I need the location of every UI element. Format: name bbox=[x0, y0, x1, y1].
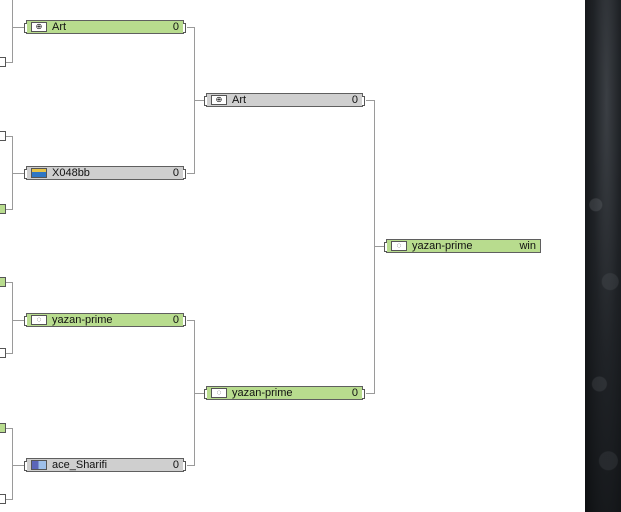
slot-bracket-cap bbox=[183, 461, 186, 471]
controller-flag-icon: ⊕ bbox=[31, 22, 47, 32]
slot-bracket-cap bbox=[183, 23, 186, 33]
connector-line bbox=[12, 173, 24, 174]
final-slot[interactable]: ◌ yazan-prime win bbox=[384, 239, 541, 253]
flag-icon bbox=[31, 460, 47, 470]
match-slot[interactable]: ace_Sharifi 0 bbox=[24, 458, 186, 472]
connector-line bbox=[194, 393, 204, 394]
match-slot[interactable]: ◌ yazan-prime 0 bbox=[204, 386, 365, 400]
player-name: X048bb bbox=[52, 167, 90, 179]
slot-bracket-cap bbox=[24, 461, 27, 471]
connector-line bbox=[12, 0, 13, 27]
connector-line bbox=[6, 499, 13, 500]
match-slot[interactable]: ⊕ Art 0 bbox=[24, 20, 186, 34]
player-score: 0 bbox=[172, 21, 179, 33]
player-score: win bbox=[519, 240, 536, 252]
connector-line bbox=[194, 100, 204, 101]
connector-line bbox=[366, 100, 375, 101]
slot-bracket-cap bbox=[384, 242, 387, 252]
player-name: ace_Sharifi bbox=[52, 459, 108, 471]
player-score: 0 bbox=[351, 387, 358, 399]
match-slot[interactable]: ◌ yazan-prime 0 bbox=[24, 313, 186, 327]
bracket-stub bbox=[0, 57, 6, 67]
slot-bracket-cap bbox=[204, 96, 207, 106]
connector-line bbox=[6, 209, 13, 210]
match-slot[interactable]: X048bb 0 bbox=[24, 166, 186, 180]
connector-line bbox=[6, 136, 13, 137]
slot-bracket-cap bbox=[24, 169, 27, 179]
controller-flag-icon: ⊕ bbox=[211, 95, 227, 105]
bracket-stub bbox=[0, 348, 6, 358]
connector-line bbox=[6, 353, 13, 354]
connector-line bbox=[6, 428, 13, 429]
tournament-bracket: ⊕ Art 0 X048bb 0 ◌ yazan-prime 0 ace_Sha… bbox=[0, 0, 541, 504]
connector-line bbox=[6, 62, 13, 63]
connector-line bbox=[12, 428, 13, 500]
connector-line bbox=[12, 27, 24, 28]
controller-flag-icon: ◌ bbox=[211, 388, 227, 398]
player-name: yazan-prime bbox=[52, 314, 113, 326]
player-name: Art bbox=[52, 21, 67, 33]
bracket-stub bbox=[0, 204, 6, 214]
bracket-stub bbox=[0, 277, 6, 287]
connector-line bbox=[12, 282, 13, 354]
slot-bracket-cap bbox=[24, 316, 27, 326]
player-name: yazan-prime bbox=[232, 387, 293, 399]
connector-line bbox=[187, 465, 195, 466]
connector-line bbox=[12, 465, 24, 466]
player-score: 0 bbox=[351, 94, 358, 106]
player-name: yazan-prime bbox=[412, 240, 473, 252]
player-score: 0 bbox=[172, 459, 179, 471]
slot-bracket-cap bbox=[362, 389, 365, 399]
connector-line bbox=[187, 173, 195, 174]
match-slot[interactable]: ⊕ Art 0 bbox=[204, 93, 365, 107]
connector-line bbox=[366, 393, 375, 394]
slot-bracket-cap bbox=[24, 23, 27, 33]
controller-flag-icon: ◌ bbox=[31, 315, 47, 325]
slot-bracket-cap bbox=[362, 96, 365, 106]
bracket-stub bbox=[0, 131, 6, 141]
player-score: 0 bbox=[172, 167, 179, 179]
connector-line bbox=[12, 320, 24, 321]
player-name: Art bbox=[232, 94, 247, 106]
connector-line bbox=[12, 27, 13, 63]
connector-line bbox=[187, 27, 195, 28]
connector-line bbox=[374, 246, 384, 247]
connector-line bbox=[374, 100, 375, 394]
slot-bracket-cap bbox=[183, 169, 186, 179]
player-score: 0 bbox=[172, 314, 179, 326]
flag-icon bbox=[31, 168, 47, 178]
slot-bracket-cap bbox=[183, 316, 186, 326]
connector-line bbox=[6, 282, 13, 283]
controller-flag-icon: ◌ bbox=[391, 241, 407, 251]
connector-line bbox=[187, 320, 195, 321]
bracket-stub bbox=[0, 423, 6, 433]
bracket-stub bbox=[0, 494, 6, 504]
slot-bracket-cap bbox=[204, 389, 207, 399]
background-artwork bbox=[585, 0, 621, 512]
